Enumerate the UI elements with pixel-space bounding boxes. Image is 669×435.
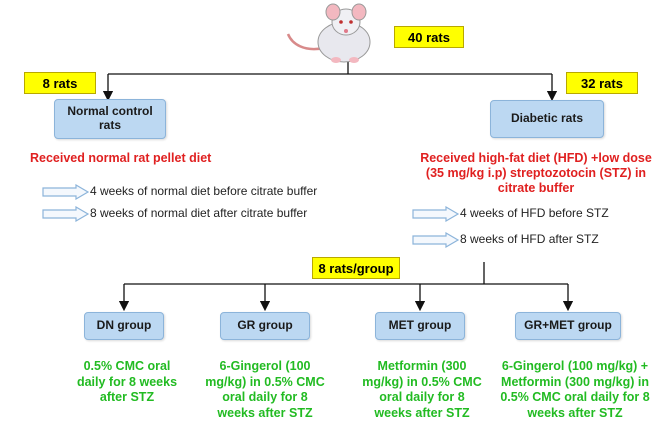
- gr-group-box: GR group: [220, 312, 310, 340]
- arrow-outline-icon: [412, 232, 460, 248]
- control-count-badge: 8 rats: [24, 72, 96, 94]
- note-text: 8 weeks of normal diet after citrate buf…: [90, 206, 308, 220]
- arrow-outline-icon: [412, 206, 460, 222]
- dn-treatment-text: 0.5% CMC oral daily for 8 weeks after ST…: [76, 359, 178, 405]
- gr-met-group-box: GR+MET group: [515, 312, 621, 340]
- met-treatment-text: Metformin (300 mg/kg) in 0.5% CMC oral d…: [362, 359, 482, 420]
- gr-met-treatment-text: 6-Gingerol (100 mg/kg) + Metformin (300 …: [500, 359, 650, 420]
- total-rats-badge: 40 rats: [394, 26, 464, 48]
- gr-treatment-text: 6-Gingerol (100 mg/kg) in 0.5% CMC oral …: [205, 359, 325, 420]
- note-text: 4 weeks of HFD before STZ: [460, 206, 609, 220]
- diabetic-rats-box: Diabetic rats: [490, 100, 604, 138]
- note-text: 4 weeks of normal diet before citrate bu…: [90, 184, 318, 198]
- rats-per-group-badge: 8 rats/group: [312, 257, 400, 279]
- arrow-outline-icon: [42, 206, 90, 222]
- rat-illustration: [286, 3, 371, 63]
- arrow-outline-icon: [42, 184, 90, 200]
- note-text: 8 weeks of HFD after STZ: [460, 232, 599, 246]
- normal-control-box: Normal control rats: [54, 99, 166, 139]
- diabetic-count-badge: 32 rats: [566, 72, 638, 94]
- dn-group-box: DN group: [84, 312, 164, 340]
- met-group-box: MET group: [375, 312, 465, 340]
- control-diet-text: Received normal rat pellet diet: [30, 151, 212, 165]
- diabetic-diet-text: Received high-fat diet (HFD) +low dose (…: [420, 151, 652, 195]
